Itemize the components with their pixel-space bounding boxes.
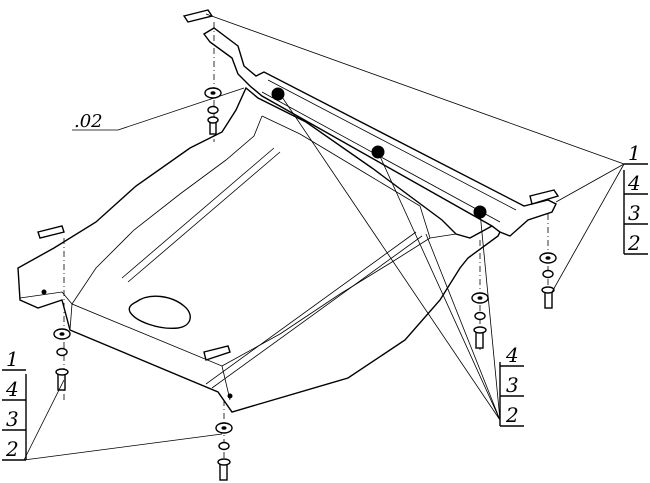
skid-plate bbox=[17, 86, 501, 413]
callout-3: 3 bbox=[628, 201, 641, 225]
callout-2: 2 bbox=[627, 231, 641, 255]
callout-2: 2 bbox=[505, 403, 519, 427]
leader-lines bbox=[23, 13, 625, 461]
callout-1: 1 bbox=[628, 141, 641, 165]
label-part-ref: .02 bbox=[74, 111, 103, 132]
callout-4: 4 bbox=[5, 377, 19, 401]
label-stack-right-top: 1 4 3 2 bbox=[623, 141, 648, 255]
callout-3: 3 bbox=[506, 373, 519, 397]
label-stack-left: 1 4 3 2 bbox=[2, 347, 27, 461]
callout-3: 3 bbox=[6, 407, 19, 431]
callout-2: 2 bbox=[5, 437, 19, 461]
fastener-stack-center bbox=[471, 240, 489, 350]
label-stack-bottom-right: 4 3 2 bbox=[499, 343, 524, 427]
fastener-stack-bottom bbox=[215, 400, 233, 481]
part-ref-label: .02 bbox=[74, 111, 103, 132]
fastener-stack-top bbox=[204, 22, 222, 142]
fastener-stack-left bbox=[53, 238, 71, 400]
callout-4: 4 bbox=[627, 171, 641, 195]
fastener-stack-right bbox=[539, 214, 557, 309]
callout-1: 1 bbox=[6, 347, 19, 371]
callout-4: 4 bbox=[505, 343, 519, 367]
